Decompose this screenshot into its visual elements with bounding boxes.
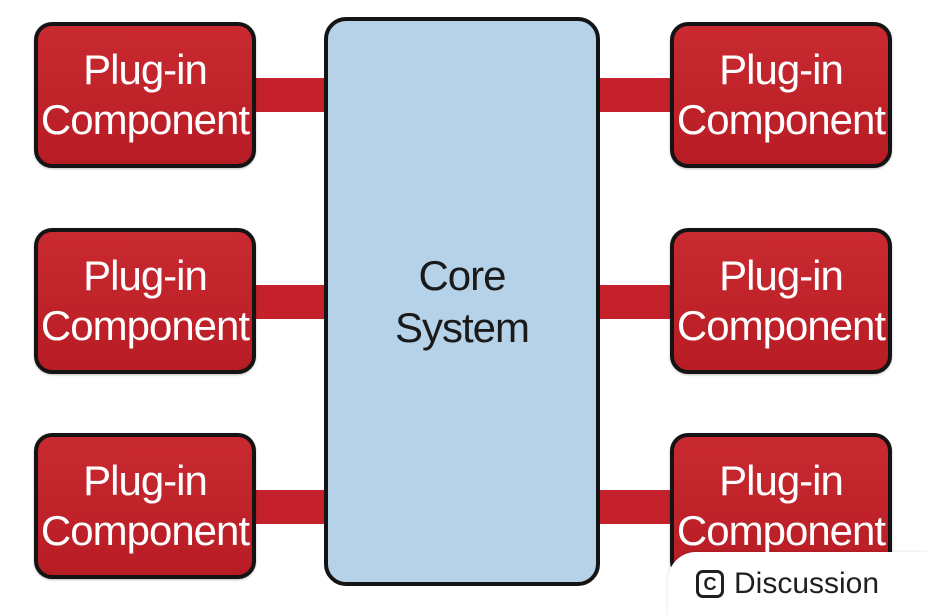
- plugin-label-line2: Component: [676, 96, 886, 143]
- connector-right-middle: [596, 285, 672, 319]
- plugin-component-right-top: Plug-in Component: [670, 22, 892, 168]
- plugin-component-left-middle: Plug-in Component: [34, 228, 256, 374]
- plugin-component-right-middle: Plug-in Component: [670, 228, 892, 374]
- plugin-label: Plug-in Component: [676, 456, 886, 556]
- plugin-label-line1: Plug-in: [719, 457, 844, 504]
- plugin-label-line2: Component: [676, 507, 886, 554]
- discussion-icon: C: [696, 570, 724, 598]
- plugin-label: Plug-in Component: [676, 251, 886, 351]
- plugin-label-line2: Component: [40, 507, 250, 554]
- core-system: Core System: [324, 17, 600, 586]
- plugin-label: Plug-in Component: [676, 45, 886, 145]
- plugin-label-line1: Plug-in: [719, 46, 844, 93]
- connector-left-middle: [255, 285, 330, 319]
- core-label-line1: Core: [418, 251, 506, 299]
- plugin-label: Plug-in Component: [40, 251, 250, 351]
- plugin-label: Plug-in Component: [40, 45, 250, 145]
- discussion-label: Discussion: [734, 567, 880, 600]
- plugin-label-line1: Plug-in: [719, 252, 844, 299]
- core-label-line2: System: [394, 303, 530, 351]
- plugin-label-line1: Plug-in: [83, 457, 208, 504]
- core-label: Core System: [394, 250, 530, 354]
- plugin-component-left-top: Plug-in Component: [34, 22, 256, 168]
- plugin-label-line2: Component: [676, 302, 886, 349]
- plugin-label-line2: Component: [40, 302, 250, 349]
- connector-left-bottom: [255, 490, 330, 524]
- connector-right-bottom: [596, 490, 672, 524]
- connector-left-top: [255, 78, 330, 112]
- plugin-component-left-bottom: Plug-in Component: [34, 433, 256, 579]
- discussion-button[interactable]: C Discussion: [668, 552, 928, 616]
- plugin-label: Plug-in Component: [40, 456, 250, 556]
- plugin-label-line1: Plug-in: [83, 46, 208, 93]
- plugin-label-line1: Plug-in: [83, 252, 208, 299]
- plugin-label-line2: Component: [40, 96, 250, 143]
- connector-right-top: [596, 78, 672, 112]
